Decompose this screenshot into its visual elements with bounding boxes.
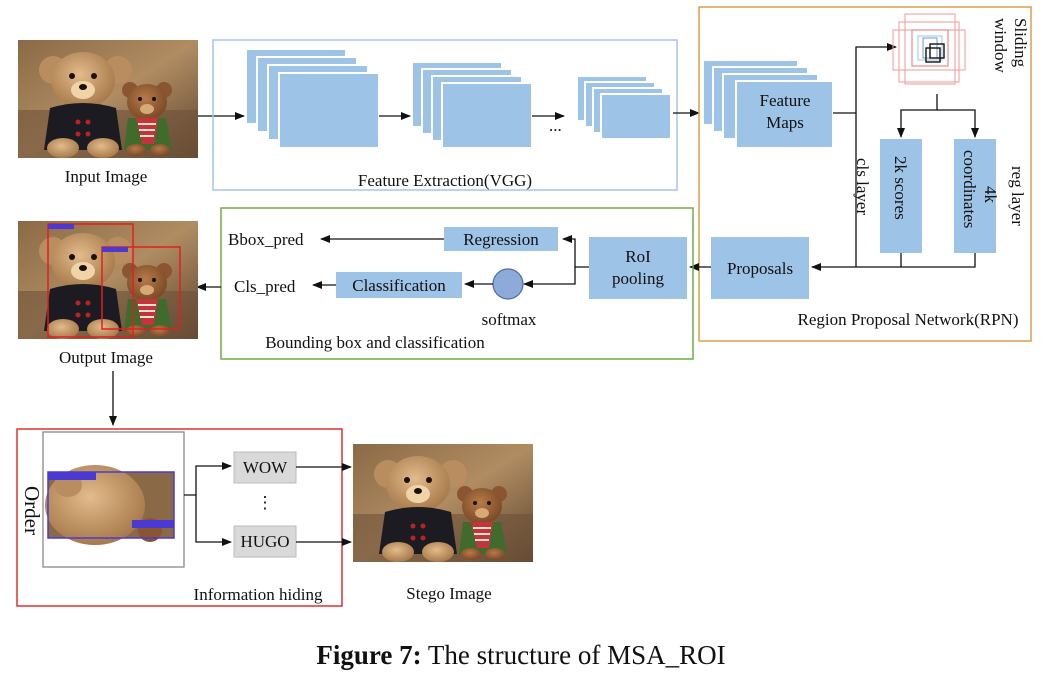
rpn-frame <box>698 6 1032 342</box>
sliding-window-label-2: window <box>991 18 1010 74</box>
arrow-roi-to-softmax <box>523 267 576 288</box>
sliding-window-icon <box>892 13 966 85</box>
classification-box <box>336 272 462 298</box>
vgg-label: Feature Extraction(VGG) <box>358 171 532 190</box>
wow-box <box>233 451 297 484</box>
feature-maps-label-1: Feature <box>760 91 811 110</box>
arrow-roi-to-regression <box>562 235 589 268</box>
stego-image-label: Stego Image <box>406 584 491 603</box>
caption-text: The structure of MSA_ROI <box>422 640 726 670</box>
feature-maps-label-2: Maps <box>766 113 804 132</box>
arrow-sliding-to-scores <box>897 94 938 138</box>
arrow-to-hugo <box>195 495 232 546</box>
figure-caption: Figure 7: The structure of MSA_ROI <box>316 640 725 670</box>
output-image <box>17 220 199 340</box>
vgg-block-3 <box>576 75 672 140</box>
cls-pred-label: Cls_pred <box>234 277 296 296</box>
input-image-label: Input Image <box>65 167 148 186</box>
vgg-ellipsis: ... <box>549 116 562 135</box>
hugo-box <box>233 525 297 558</box>
vgg-block-2 <box>411 61 533 149</box>
order-label: Order <box>20 486 44 535</box>
roi-pooling-box <box>589 237 687 299</box>
vgg-block-1 <box>245 48 380 149</box>
hugo-label: HUGO <box>240 532 289 551</box>
wow-label: WOW <box>243 458 288 477</box>
classification-label: Classification <box>352 276 446 295</box>
bbox-pred-label: Bbox_pred <box>228 230 304 249</box>
roi-label-2: pooling <box>612 269 664 288</box>
feature-maps-block <box>702 59 834 149</box>
proposals-label: Proposals <box>727 259 793 278</box>
regression-label: Regression <box>463 230 539 249</box>
caption-label: Figure 7: <box>316 640 421 670</box>
scores-label: 2k scores <box>891 156 910 220</box>
vertical-ellipsis: ⋮ <box>257 493 274 512</box>
output-image-label: Output Image <box>59 348 153 367</box>
arrow-featuremaps-to-sliding <box>833 43 897 114</box>
softmax-node <box>492 268 524 300</box>
bbox-frame <box>220 207 694 360</box>
reg-layer-label: reg layer <box>1008 166 1027 226</box>
sliding-window-label-1: Sliding <box>1011 18 1030 68</box>
coordinates-label-1: 4k <box>981 186 1000 204</box>
roi-label-1: RoI <box>625 247 651 266</box>
cls-layer-label: cls layer <box>853 158 872 215</box>
arrow-to-wow <box>184 462 232 496</box>
information-hiding-label: Information hiding <box>194 585 323 604</box>
proposals-box <box>711 237 809 299</box>
bbox-section-label: Bounding box and classification <box>265 333 485 352</box>
line-coords-to-proposals <box>901 253 976 268</box>
vgg-frame <box>212 39 678 191</box>
scores-box <box>880 139 922 253</box>
rpn-label: Region Proposal Network(RPN) <box>798 310 1019 329</box>
cropped-bear-image <box>45 465 175 545</box>
arrow-sliding-to-coords <box>937 109 979 138</box>
order-frame <box>16 428 343 607</box>
input-image <box>17 39 199 159</box>
stego-image <box>352 443 534 563</box>
softmax-label: softmax <box>482 310 537 329</box>
regression-box <box>444 227 558 251</box>
coordinates-box <box>954 139 996 253</box>
coordinates-label-2: coordinates <box>960 150 979 228</box>
